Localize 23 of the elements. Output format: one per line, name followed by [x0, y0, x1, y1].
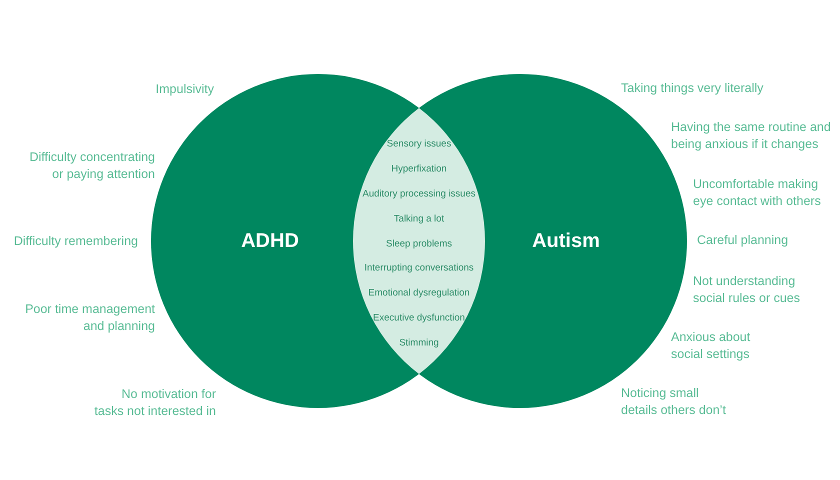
symptom-text: Careful planning: [697, 232, 788, 248]
symptom-text: Poor time management and planning: [24, 301, 155, 334]
circle-title: Autism: [532, 229, 600, 253]
overlap-text: Sleep problems: [386, 238, 452, 250]
overlap-text: Auditory processing issues: [362, 188, 476, 200]
symptom-text: Anxious about social settings: [671, 329, 752, 362]
circle-title: ADHD: [241, 229, 299, 253]
symptom-text: Uncomfortable making eye contact with others: [693, 176, 822, 209]
symptom-text: No motivation for tasks not interested in: [93, 386, 216, 419]
overlap-text: Sensory issues: [386, 138, 452, 150]
symptom-text: Impulsivity: [156, 81, 214, 98]
overlap-text: Stimming: [399, 338, 439, 349]
overlap-text: Interrupting conversations: [364, 262, 474, 274]
symptom-text: Taking things very literally: [621, 80, 764, 96]
symptom-text: Noticing small details others don’t: [621, 385, 727, 418]
symptom-text: Difficulty remembering: [14, 233, 138, 250]
overlap-text: Talking a lot: [394, 213, 444, 224]
symptom-text: Not understanding social rules or cues: [693, 273, 801, 306]
symptom-text: Having the same routine and being anxious if it changes: [671, 119, 832, 152]
overlap-text: Hyperfixation: [391, 163, 447, 175]
overlap-text: Emotional dysregulation: [368, 288, 470, 300]
symptom-text: Difficulty concentrating or paying attention: [28, 149, 155, 182]
overlap-text: Executive dysfunction: [373, 312, 465, 324]
